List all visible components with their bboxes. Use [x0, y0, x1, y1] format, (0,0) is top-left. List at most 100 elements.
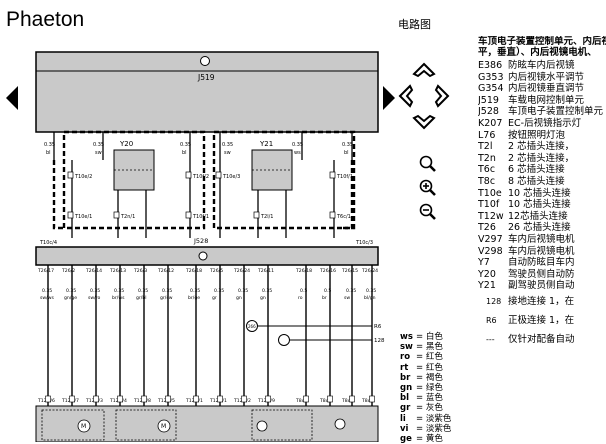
legend-heading-line2: 平，垂直）、内后视镜电机、: [478, 47, 597, 58]
legend-code: T10f: [478, 199, 500, 211]
motor-m-glyph: M: [81, 423, 86, 430]
document-type-label: 电路图: [398, 18, 431, 31]
wiring-diagram: J519 0.35 0.35 0.35 0.35 0.35 0.35 bl sw…: [35, 51, 385, 442]
wire-color-label: ro: [298, 295, 303, 301]
connector-label: T10e/2: [74, 174, 92, 180]
color-legend-row: ro= 红色: [400, 352, 443, 363]
connector-tag: [165, 395, 171, 403]
color-legend-row: gn= 绿色: [400, 383, 443, 394]
wire-color-label: br: [322, 295, 327, 301]
connector-tag-left: T10c/4: [39, 240, 57, 246]
color-name: 蓝色: [425, 393, 443, 404]
zoom-in-button[interactable]: [418, 178, 438, 198]
color-code: br: [400, 372, 411, 383]
pin-label: T26/16: [319, 268, 336, 274]
wire-size-label: 0.35: [138, 288, 148, 294]
ground-ref-icon: [278, 334, 290, 346]
zoom-fit-button[interactable]: [418, 154, 438, 174]
color-name: 绿色: [425, 383, 443, 394]
wire-size-label: 0.35: [238, 288, 248, 294]
legend-desc: 12芯插头连接: [508, 210, 568, 222]
dashed-link: [342, 160, 354, 230]
pan-control: [398, 62, 450, 130]
pin-label: T26/24: [361, 268, 378, 274]
legend-code: J528: [478, 106, 499, 118]
connector-label: T10f/1: [192, 214, 209, 220]
connector-label: T2l/1: [260, 214, 274, 220]
connector-tag: [193, 395, 199, 403]
pan-down-icon[interactable]: [412, 114, 436, 130]
pin-label: T26/17: [37, 268, 54, 274]
legend-heading-line1: 车顶电子装置控制单元、内后视镜（水: [478, 36, 606, 47]
wire-color-label: bl: [182, 150, 187, 156]
mirror-y20-label: Y20: [119, 140, 133, 148]
mirror-group-outline-right: [212, 130, 356, 230]
legend-desc: 接地连接 1，在: [508, 295, 575, 307]
zoom-fit-icon: [419, 155, 436, 172]
motor-icon: [77, 419, 91, 433]
wire-size-label: 0.5: [324, 288, 331, 294]
legend-code: J519: [478, 94, 499, 106]
mirror-icon: [334, 418, 346, 430]
wire-size-label: 0.35: [292, 142, 303, 148]
legend-code: E386: [478, 60, 503, 71]
color-code: vi: [400, 423, 409, 434]
pin-label: T26/3: [133, 268, 147, 274]
connector-tag: [369, 395, 375, 403]
pin-label: T26/24: [233, 268, 250, 274]
color-name: 褐色: [425, 372, 443, 383]
prev-page-button[interactable]: [6, 86, 18, 110]
color-legend-row: ws= 白色: [400, 332, 443, 342]
legend-desc: 正极连接 1，在: [508, 314, 575, 326]
ref-128-label: 128: [374, 338, 385, 344]
color-code: ws: [400, 332, 413, 342]
wire-color-label: gn: [236, 296, 242, 301]
legend-code: V297: [478, 233, 503, 245]
connector-tag: [69, 395, 75, 403]
color-legend-row: rt= 红色: [400, 362, 443, 373]
wire-size-label: 0.35: [162, 288, 172, 294]
color-code: ge: [400, 434, 412, 444]
legend-code: R6: [486, 315, 497, 325]
color-legend-row: gr= 灰色: [400, 403, 443, 414]
pan-right-icon[interactable]: [434, 84, 450, 108]
wire-size-label: 0.35: [342, 142, 353, 148]
connector-tag: [241, 395, 247, 403]
pin-label: T26/5: [209, 268, 223, 274]
color-name: 红色: [425, 352, 443, 363]
connector-tag: [265, 395, 271, 403]
pan-left-icon[interactable]: [398, 84, 414, 108]
unit-symbol-icon: [200, 56, 210, 66]
pan-up-icon[interactable]: [412, 62, 436, 78]
wire-color-label: sw: [224, 150, 231, 156]
color-legend-row: ge= 黄色: [400, 434, 443, 444]
mirror-y21-label: Y21: [259, 140, 273, 148]
connector-tag-right: T10c/3: [355, 240, 373, 246]
zoom-out-button[interactable]: [418, 202, 438, 222]
page-title: Phaeton: [6, 8, 85, 31]
legend-desc: 2 芯插头连接，: [508, 152, 575, 164]
lamp-icon: [256, 420, 268, 432]
component-legend: 车顶电子装置控制单元、内后视镜（水 平，垂直）、内后视镜电机、 E386防眩车内…: [478, 36, 606, 349]
legend-code: K207: [478, 117, 503, 129]
wire-color-label: gn: [260, 296, 266, 301]
connector-label: T6c/1: [336, 214, 351, 220]
color-code: ro: [400, 352, 411, 363]
wire-color-label: sw: [344, 296, 350, 301]
next-page-button[interactable]: [383, 86, 395, 110]
connector-label: T10f/2: [192, 174, 209, 180]
wire-color-label: bl: [46, 150, 51, 156]
connector-label: T10e/3: [222, 174, 240, 180]
connector-tag: [93, 395, 99, 403]
unit-symbol-icon: [198, 251, 208, 261]
color-name: 淡紫色: [425, 423, 452, 434]
color-legend-row: li= 淡紫色: [400, 413, 452, 424]
